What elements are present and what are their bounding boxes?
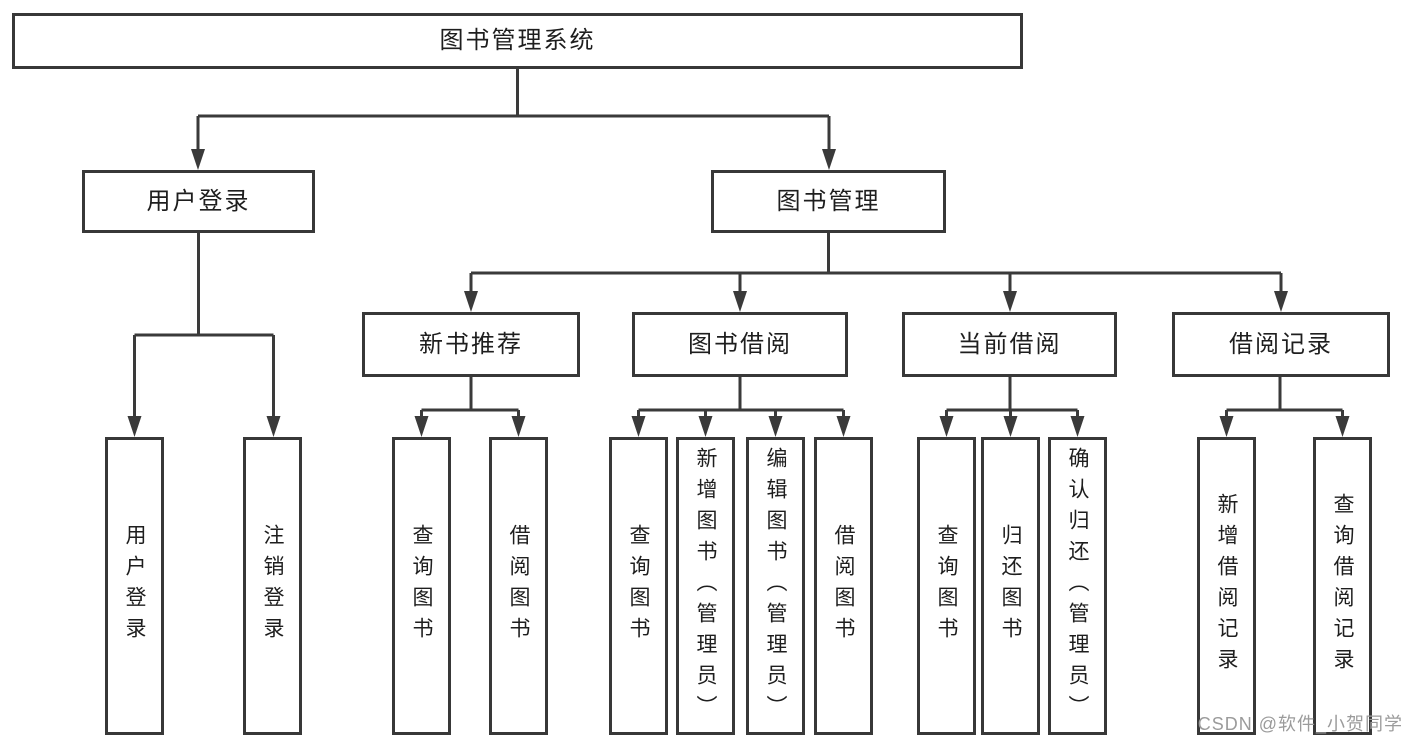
leaf-add-book-admin: 新增图书（管理员） <box>676 437 735 735</box>
leaf-query-borrow-record-label: 查询借阅记录 <box>1331 493 1354 679</box>
leaf-add-borrow-record: 新增借阅记录 <box>1197 437 1256 735</box>
leaf-return-books-label: 归还图书 <box>999 524 1022 648</box>
csdn-watermark: CSDN @软件_小贺同学 <box>1197 714 1403 734</box>
leaf-add-book-admin-label: 新增图书（管理员） <box>694 446 717 726</box>
leaf-new-books-query-books-label: 查询图书 <box>410 524 433 648</box>
node-book-borrowing: 图书借阅 <box>632 312 848 377</box>
leaf-current-query-books: 查询图书 <box>917 437 976 735</box>
arrowhead-icons <box>127 149 1350 437</box>
connector-new-books-to-leaves <box>420 377 520 419</box>
leaf-borrowing-borrow-books: 借阅图书 <box>814 437 873 735</box>
leaf-return-books: 归还图书 <box>981 437 1040 735</box>
connector-borrowing-records-to-leaves <box>1225 377 1344 419</box>
leaf-new-books-borrow-books: 借阅图书 <box>489 437 548 735</box>
leaf-new-books-borrow-books-label: 借阅图书 <box>507 524 530 648</box>
connector-root-to-level2 <box>196 69 831 152</box>
node-user-login: 用户登录 <box>82 170 315 233</box>
leaf-add-borrow-record-label: 新增借阅记录 <box>1215 493 1238 679</box>
leaf-logout: 注销登录 <box>243 437 302 735</box>
node-root-system: 图书管理系统 <box>12 13 1023 69</box>
connector-book-management-to-level3 <box>469 233 1283 294</box>
leaf-query-borrow-record: 查询借阅记录 <box>1313 437 1372 735</box>
leaf-confirm-return-admin: 确认归还（管理员） <box>1048 437 1107 735</box>
leaf-edit-book-admin: 编辑图书（管理员） <box>746 437 805 735</box>
leaf-borrowing-query-books: 查询图书 <box>609 437 668 735</box>
leaf-confirm-return-admin-label: 确认归还（管理员） <box>1066 446 1089 726</box>
node-current-borrowing: 当前借阅 <box>902 312 1117 377</box>
leaf-current-query-books-label: 查询图书 <box>935 524 958 648</box>
connector-book-borrowing-to-leaves <box>637 377 845 419</box>
leaf-edit-book-admin-label: 编辑图书（管理员） <box>764 446 787 726</box>
leaf-borrowing-borrow-books-label: 借阅图书 <box>832 524 855 648</box>
node-book-management: 图书管理 <box>711 170 946 233</box>
node-new-books: 新书推荐 <box>362 312 580 377</box>
leaf-user-login: 用户登录 <box>105 437 164 735</box>
leaf-borrowing-query-books-label: 查询图书 <box>627 524 650 648</box>
connector-user-login-to-leaves <box>133 233 275 419</box>
node-borrowing-records: 借阅记录 <box>1172 312 1390 377</box>
connector-current-borrowing-to-leaves <box>945 377 1079 419</box>
leaf-logout-label: 注销登录 <box>261 524 284 648</box>
leaf-new-books-query-books: 查询图书 <box>392 437 451 735</box>
leaf-user-login-label: 用户登录 <box>123 524 146 648</box>
